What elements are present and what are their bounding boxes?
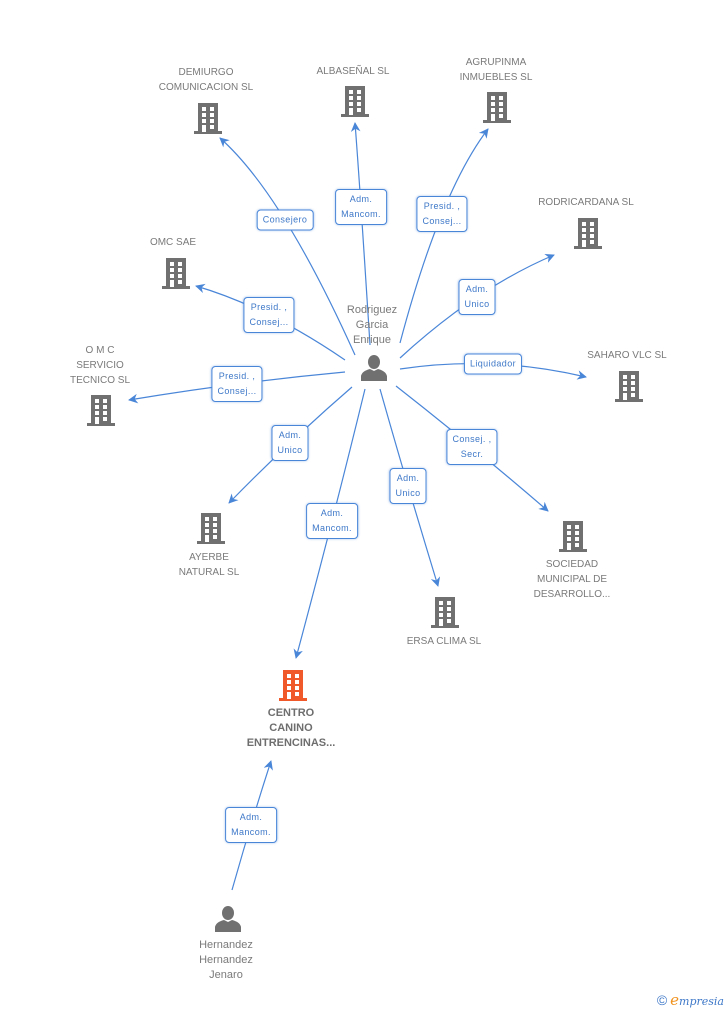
relation-label[interactable]: Presid. , Consej...	[416, 196, 468, 232]
name-line: OMC SAE	[149, 237, 197, 248]
relation-label-line: Unico	[395, 488, 421, 498]
company-name[interactable]: ALBASEÑAL SL	[316, 64, 389, 79]
building-icon[interactable]	[480, 90, 514, 129]
relation-label[interactable]: Presid. , Consej...	[211, 366, 263, 402]
company-name[interactable]: SAHARO VLC SL	[587, 348, 666, 363]
relation-label-line: Adm.	[396, 473, 420, 483]
relation-label[interactable]: Consejero	[256, 209, 314, 231]
relation-label-line: Consej...	[249, 317, 289, 327]
building-icon[interactable]	[338, 84, 372, 123]
relation-label-line: Unico	[277, 445, 303, 455]
name-line: SAHARO VLC SL	[587, 350, 667, 361]
company-name[interactable]: OMC SAE	[150, 235, 196, 250]
relation-label[interactable]: Liquidador	[463, 353, 523, 375]
name-line: NATURAL SL	[178, 567, 240, 578]
name-line: RODRICARDANA SL	[538, 197, 634, 208]
relation-label-line: Presid. ,	[218, 371, 256, 381]
building-icon[interactable]	[276, 668, 310, 707]
building-icon[interactable]	[194, 511, 228, 550]
relation-label-line: Mancom.	[312, 523, 352, 533]
relation-label-line: Unico	[464, 299, 490, 309]
relation-label-line: Secr.	[460, 449, 484, 459]
company-name[interactable]: AGRUPINMA INMUEBLES SL	[460, 55, 533, 85]
name-line: DEMIURGO	[178, 67, 234, 78]
relation-label[interactable]: Adm. Unico	[458, 279, 496, 315]
company-name[interactable]: CENTRO CANINO ENTRENCINAS...	[247, 706, 336, 751]
building-icon[interactable]	[612, 369, 646, 408]
name-line: CENTRO	[267, 707, 315, 719]
name-line: SERVICIO	[76, 360, 124, 371]
relation-label-line: Presid. ,	[423, 201, 461, 211]
name-line: Hernandez	[199, 939, 253, 951]
name-line: SOCIEDAD	[545, 559, 599, 570]
name-line: ENTRENCINAS...	[246, 737, 336, 749]
person-icon[interactable]	[213, 903, 243, 938]
name-line: DESARROLLO...	[533, 589, 611, 600]
copyright-icon: ©	[656, 992, 668, 1008]
name-line: TECNICO SL	[69, 375, 131, 386]
building-icon[interactable]	[428, 595, 462, 634]
name-line: AYERBE	[189, 552, 229, 563]
name-line: COMUNICACION SL	[158, 82, 254, 93]
building-icon[interactable]	[556, 519, 590, 558]
relation-label-line: Liquidador	[469, 358, 517, 369]
name-line: MUNICIPAL DE	[536, 574, 608, 585]
building-icon[interactable]	[571, 216, 605, 255]
relation-label[interactable]: Presid. , Consej...	[243, 297, 295, 333]
name-line: Hernandez	[199, 954, 253, 966]
name-line: ALBASEÑAL SL	[316, 66, 390, 77]
relation-label-line: Mancom.	[231, 827, 271, 837]
empresia-logo[interactable]: empresia	[670, 991, 724, 1009]
name-line: Rodriguez	[346, 304, 398, 316]
relation-label-line: Consej. ,	[452, 434, 492, 444]
relation-label[interactable]: Adm. Mancom.	[306, 503, 358, 539]
name-line: INMUEBLES SL	[459, 72, 533, 83]
building-icon[interactable]	[84, 393, 118, 432]
company-name[interactable]: O M C SERVICIO TECNICO SL	[70, 343, 130, 388]
building-icon[interactable]	[191, 101, 225, 140]
person-icon[interactable]	[359, 352, 389, 387]
relation-label-line: Consej...	[422, 216, 462, 226]
relation-label-line: Adm.	[320, 508, 344, 518]
relation-label-line: Mancom.	[341, 209, 381, 219]
name-line: CANINO	[269, 722, 313, 734]
relation-label[interactable]: Adm. Mancom.	[335, 189, 387, 225]
relation-label-line: Consejero	[262, 214, 308, 225]
footer-brand: © empresia	[657, 991, 724, 1009]
relation-label-line: Adm.	[239, 812, 263, 822]
company-name[interactable]: DEMIURGO COMUNICACION SL	[159, 65, 253, 95]
name-line: O M C	[85, 345, 115, 356]
relation-label-line: Consej...	[217, 386, 257, 396]
relation-label[interactable]: Adm. Unico	[389, 468, 427, 504]
relation-label[interactable]: Adm. Mancom.	[225, 807, 277, 843]
name-line: Enrique	[353, 334, 391, 346]
company-name[interactable]: SOCIEDAD MUNICIPAL DE DESARROLLO...	[534, 557, 611, 602]
name-line: AGRUPINMA	[465, 57, 527, 68]
company-name[interactable]: ERSA CLIMA SL	[407, 634, 481, 649]
relation-label[interactable]: Adm. Unico	[271, 425, 309, 461]
relation-label-line: Adm.	[465, 284, 489, 294]
name-line: Garcia	[355, 319, 389, 331]
relation-label[interactable]: Consej. , Secr.	[446, 429, 498, 465]
company-name[interactable]: AYERBE NATURAL SL	[179, 550, 240, 580]
relation-label-line: Presid. ,	[250, 302, 288, 312]
relation-label-line: Adm.	[349, 194, 373, 204]
company-name[interactable]: RODRICARDANA SL	[538, 195, 634, 210]
name-line: ERSA CLIMA SL	[406, 636, 482, 647]
name-line: Jenaro	[209, 969, 243, 981]
building-icon[interactable]	[159, 256, 193, 295]
relation-label-line: Adm.	[278, 430, 302, 440]
